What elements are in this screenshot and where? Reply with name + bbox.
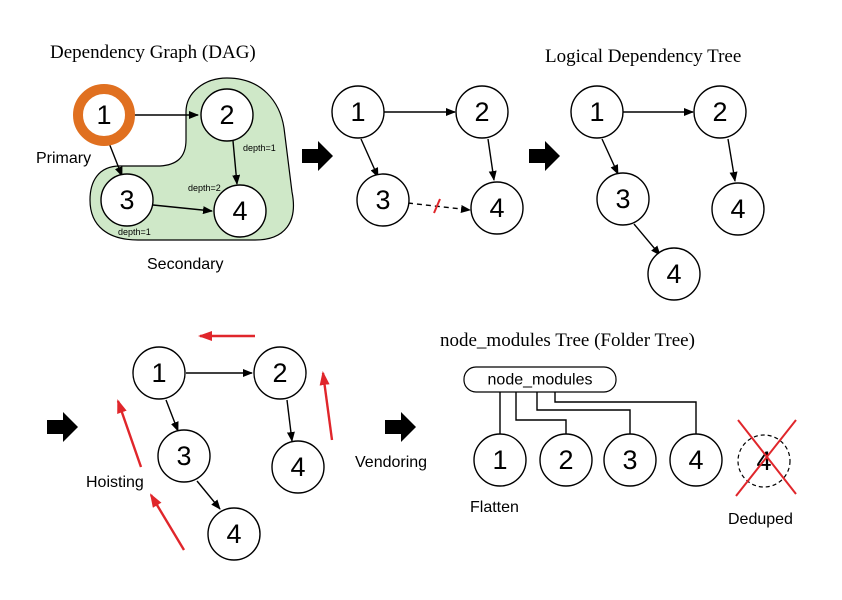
p3-node-4b: [647, 247, 701, 301]
step-arrow-1: [302, 141, 333, 171]
p2-edge-2-4: [487, 138, 497, 181]
dag-edge-2-4: [232, 140, 241, 185]
dag-node-2-label: 2: [219, 100, 234, 130]
dag-edge-1-3: [108, 142, 123, 177]
flatten-label: Flatten: [470, 499, 519, 516]
p4-node-2-label: 2: [272, 358, 287, 388]
p3-node-4a: [711, 182, 765, 236]
p4-node-4b: [207, 507, 261, 561]
folder-node-2-label: 2: [558, 445, 573, 475]
p3-edge-2-4: [727, 138, 738, 182]
p3-node-2-label: 2: [712, 97, 727, 127]
primary-label: Primary: [36, 150, 91, 167]
folder-link-2: [515, 392, 567, 434]
hoist-arrow-bottom: [149, 493, 186, 551]
dag-node-4-label: 4: [232, 196, 247, 226]
depth-label-depth2: depth=2: [188, 183, 221, 193]
p2-node-3: [356, 173, 410, 227]
p2-node-2: [455, 85, 509, 139]
p4-edge-3-4: [196, 480, 221, 510]
folder-node-1-label: 1: [492, 445, 507, 475]
dedupe-cross-b: [735, 419, 797, 497]
hoist-arrow-right: [319, 371, 334, 441]
p4-node-4b-label: 4: [226, 519, 241, 549]
p3-node-1-label: 1: [589, 97, 604, 127]
cut-mark: [433, 198, 441, 214]
secondary-label: Secondary: [147, 256, 224, 273]
deduped-label: Deduped: [728, 511, 793, 528]
folder-node-3: [603, 433, 657, 487]
p4-node-3-label: 3: [176, 441, 191, 471]
step-arrow-3: [47, 412, 78, 442]
p4-node-4a-label: 4: [290, 452, 305, 482]
p3-edge-1-3: [601, 138, 619, 175]
dag-node-2: [200, 88, 254, 142]
hoist-arrow-left: [116, 399, 143, 468]
p4-edge-1-3: [165, 399, 179, 432]
dag-title: Dependency Graph (DAG): [50, 42, 256, 63]
folder-node-3-label: 3: [622, 445, 637, 475]
p4-node-1: [132, 346, 186, 400]
p3-node-1: [570, 85, 624, 139]
p2-node-4: [470, 181, 524, 235]
p4-node-1-label: 1: [151, 358, 166, 388]
folder-node-4-label: 4: [688, 445, 703, 475]
dag-node-1: [73, 84, 135, 146]
step-arrow-4: [385, 412, 416, 442]
hoisting-label: Hoisting: [86, 474, 144, 491]
node-modules-root: [463, 366, 617, 393]
depth-label-3: depth=1: [118, 227, 151, 237]
dag-node-3-label: 3: [119, 185, 134, 215]
p3-node-4b-label: 4: [666, 259, 681, 289]
node-modules-title: node_modules Tree (Folder Tree): [440, 330, 695, 351]
p4-node-2: [253, 346, 307, 400]
node-modules-root-label: node_modules: [488, 372, 593, 389]
p4-node-4a: [271, 440, 325, 494]
p2-edge-1-3: [360, 138, 379, 178]
p3-node-4a-label: 4: [730, 194, 745, 224]
p2-node-4-label: 4: [489, 193, 504, 223]
dag-edge-3-4: [152, 204, 213, 215]
step-arrow-2: [529, 141, 560, 171]
p2-edge-3-4-cut: [407, 202, 471, 213]
p3-node-3-label: 3: [615, 184, 630, 214]
folder-node-1: [473, 433, 527, 487]
dag-node-1-label: 1: [96, 100, 111, 130]
p4-node-3: [157, 429, 211, 483]
folder-node-2: [539, 433, 593, 487]
p3-node-3: [596, 172, 650, 226]
p3-node-2: [693, 85, 747, 139]
folder-link-3: [536, 392, 631, 434]
dag-node-4: [213, 184, 267, 238]
folder-node-4: [669, 433, 723, 487]
depth-label-2-4: depth=1: [243, 143, 276, 153]
vendoring-label: Vendoring: [355, 454, 427, 471]
p2-node-1: [331, 85, 385, 139]
logical-title: Logical Dependency Tree: [545, 46, 741, 67]
p4-edge-2-4: [286, 399, 295, 442]
p2-node-2-label: 2: [474, 97, 489, 127]
p2-node-3-label: 3: [375, 185, 390, 215]
p2-node-1-label: 1: [350, 97, 365, 127]
dag-node-3: [100, 173, 154, 227]
p3-edge-3-4: [633, 223, 661, 256]
folder-link-4: [554, 392, 697, 434]
